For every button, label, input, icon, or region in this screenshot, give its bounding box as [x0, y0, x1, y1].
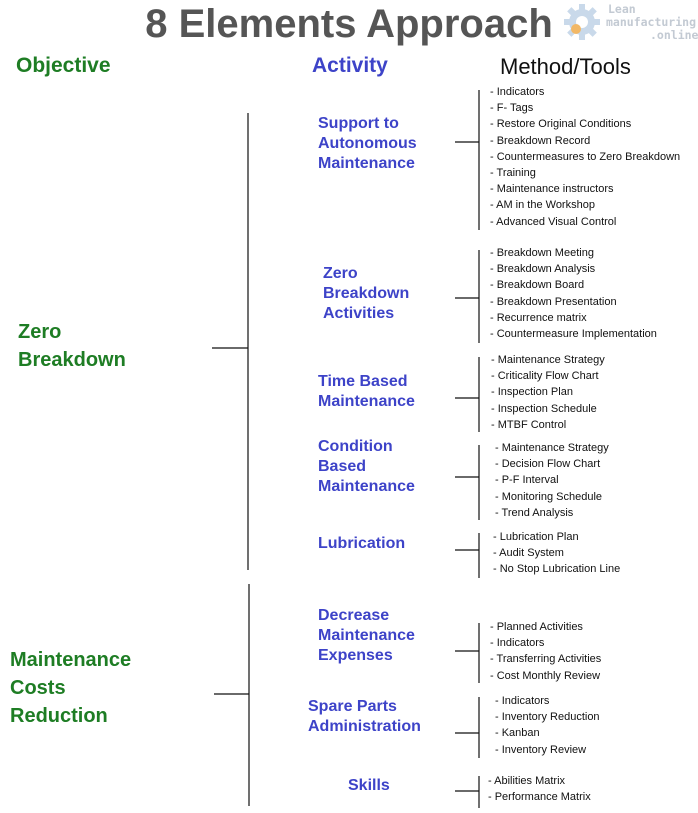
activity-condition-based-maintenance: Condition Based Maintenance	[318, 438, 415, 495]
tool-item: - Countermeasures to Zero Breakdown	[490, 150, 681, 163]
tool-item: - Breakdown Meeting	[490, 247, 594, 259]
tool-item: - Performance Matrix	[488, 791, 591, 804]
tool-item: - Indicators	[490, 637, 545, 650]
tool-item: - Decision Flow Chart	[495, 458, 601, 471]
tool-list-zero-breakdown: - Breakdown Meeting - Breakdown Analysis…	[490, 245, 657, 342]
tool-list-condition-based-maintenance: - Maintenance Strategy - Decision Flow C…	[495, 440, 609, 521]
tool-item: - Restore Original Conditions	[490, 118, 632, 131]
tool-item: - Inspection Schedule	[491, 402, 597, 415]
tool-list-skills: - Abilities Matrix - Performance Matrix	[488, 773, 591, 805]
tool-item: - Breakdown Presentation	[490, 295, 617, 308]
tool-list-time-based-maintenance: - Maintenance Strategy - Criticality Flo…	[491, 352, 605, 433]
activity-spare-parts-administration: Spare Parts Administration	[308, 698, 421, 735]
tool-item: - Criticality Flow Chart	[491, 370, 599, 383]
tool-list-lubrication: - Lubrication Plan - Audit System - No S…	[493, 529, 620, 578]
objective-maintenance-costs-reduction: Maintenance Costs Reduction	[10, 649, 132, 727]
activity-header: Activity	[312, 54, 388, 77]
tool-item: - Monitoring Schedule	[495, 490, 603, 503]
tool-item: - F- Tags	[490, 102, 534, 115]
tool-item: - Maintenance Strategy	[495, 442, 609, 454]
tool-item: - Audit System	[493, 547, 564, 560]
tool-item: - P-F Interval	[495, 474, 559, 487]
logo-line-3: .online	[650, 28, 698, 42]
activity-autonomous-maintenance: Support to Autonomous Maintenance	[318, 115, 417, 172]
method-tools-header: Method/Tools	[500, 54, 631, 79]
tool-item: - Kanban	[495, 727, 540, 740]
tool-item: - MTBF Control	[491, 418, 567, 431]
page-title: 8 Elements Approach	[145, 2, 553, 46]
tool-item: - Training	[490, 166, 536, 179]
tool-item: - Indicators	[495, 695, 550, 707]
tool-item: - Breakdown Board	[490, 279, 585, 292]
activity-decrease-maintenance-expenses: Decrease Maintenance Expenses	[318, 607, 415, 664]
tool-item: - No Stop Lubrication Line	[493, 563, 621, 576]
tool-item: - Lubrication Plan	[493, 531, 579, 543]
tool-item: - Recurrence matrix	[490, 311, 587, 324]
tool-item: - Indicators	[490, 86, 545, 98]
objective-header: Objective	[16, 54, 111, 77]
tool-item: - AM in the Workshop	[490, 199, 595, 212]
tool-item: - Transferring Activities	[490, 653, 602, 666]
activity-zero-breakdown: Zero Breakdown Activities	[323, 265, 410, 322]
logo-line-2: manufacturing	[606, 15, 697, 29]
tool-item: - Inventory Review	[495, 743, 587, 756]
tool-list-spare-parts-administration: - Indicators - Inventory Reduction - Kan…	[495, 693, 600, 758]
activity-time-based-maintenance: Time Based Maintenance	[318, 373, 415, 410]
tool-list-autonomous-maintenance: - Indicators - F- Tags - Restore Origina…	[490, 84, 680, 230]
logo-line-1: Lean	[608, 2, 636, 16]
tool-item: - Breakdown Analysis	[490, 263, 596, 276]
activity-lubrication: Lubrication	[318, 535, 406, 552]
objective-zero-breakdown: Zero Breakdown	[18, 321, 126, 371]
tool-item: - Planned Activities	[490, 621, 583, 633]
lean-manufacturing-logo: Lean manufacturing .online	[562, 2, 698, 42]
tool-item: - Inspection Plan	[491, 386, 573, 399]
tool-list-decrease-maintenance-expenses: - Planned Activities - Indicators - Tran…	[490, 619, 601, 684]
tool-item: - Cost Monthly Review	[490, 669, 601, 682]
tool-item: - Abilities Matrix	[488, 775, 566, 787]
tool-item: - Countermeasure Implementation	[490, 327, 657, 340]
tool-item: - Maintenance Strategy	[491, 354, 605, 366]
tool-item: - Inventory Reduction	[495, 711, 600, 724]
gear-icon	[564, 4, 600, 40]
tool-item: - Trend Analysis	[495, 506, 574, 519]
tool-item: - Breakdown Record	[490, 134, 591, 147]
tool-item: - Maintenance instructors	[490, 183, 614, 196]
tool-item: - Advanced Visual Control	[490, 215, 617, 228]
activity-skills: Skills	[348, 777, 390, 794]
